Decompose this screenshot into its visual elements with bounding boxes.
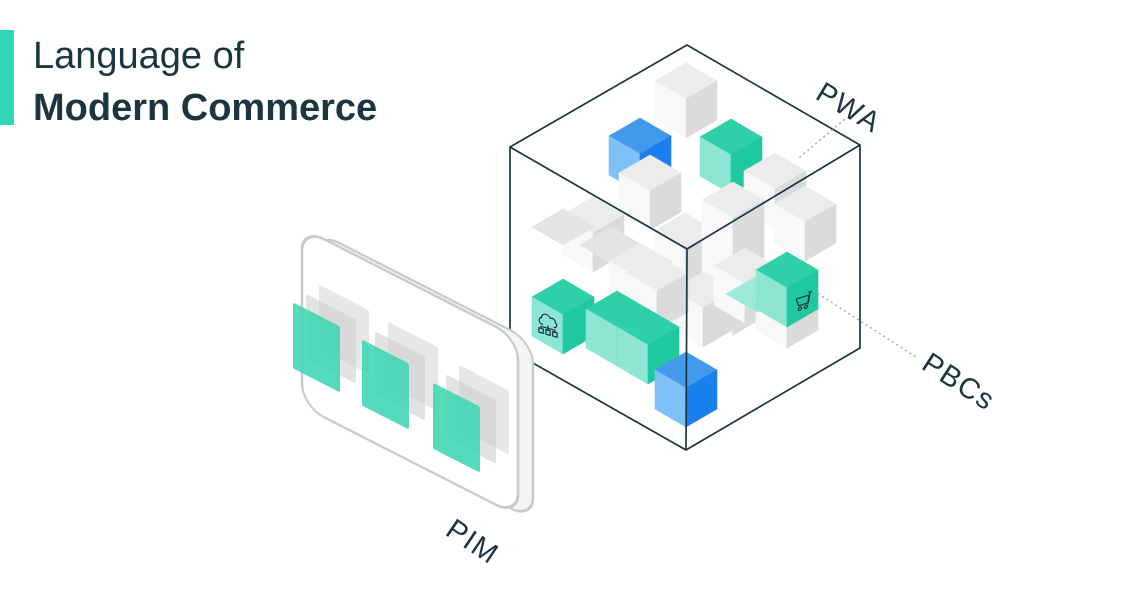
iso-cube [755, 251, 819, 328]
commerce-cube-outline [509, 44, 861, 451]
cloud-node [552, 330, 558, 338]
cart-wheel [803, 304, 809, 310]
pim-tile-front [293, 303, 340, 392]
pim-tile-group [293, 285, 369, 392]
pwa-connector-line [799, 118, 846, 158]
cloud-connectors [540, 325, 556, 333]
pwa-label: PWA [810, 77, 886, 140]
iso-cube [773, 185, 837, 262]
title-line1: Language of [33, 35, 245, 77]
iso-cube [701, 181, 765, 258]
pim-product-tiles [293, 285, 509, 472]
cloud-outline [538, 313, 558, 329]
pbcs-label: PBCs [916, 347, 1001, 417]
pim-tile-group [362, 322, 438, 429]
title-line2: Modern Commerce [33, 87, 378, 129]
cube-right-face [685, 80, 718, 139]
title-text: Language of Modern Commerce [33, 30, 377, 134]
cube-right-face [804, 203, 837, 262]
cloud-node [545, 329, 551, 336]
composable-cube-grid [531, 62, 837, 428]
cloud-network-icon [538, 313, 558, 338]
cart-wheel [797, 306, 803, 311]
title-block: Language of Modern Commerce [0, 30, 377, 134]
title-accent-bar [0, 30, 14, 125]
iso-cube [654, 62, 718, 139]
cube-right-face [786, 269, 819, 328]
pim-card [293, 235, 535, 513]
pim-label: PIM [440, 513, 504, 571]
pim-tile-front [362, 340, 409, 429]
cloud-node [538, 327, 544, 335]
pbcs-connector-line [813, 290, 917, 358]
pim-tile-group [433, 365, 509, 472]
pim-tile-front [433, 383, 480, 472]
floor-tile [531, 208, 595, 246]
cart-body [795, 290, 813, 307]
shopping-cart-icon [795, 290, 813, 311]
cube-right-face [649, 172, 682, 231]
iso-cube [618, 154, 682, 231]
